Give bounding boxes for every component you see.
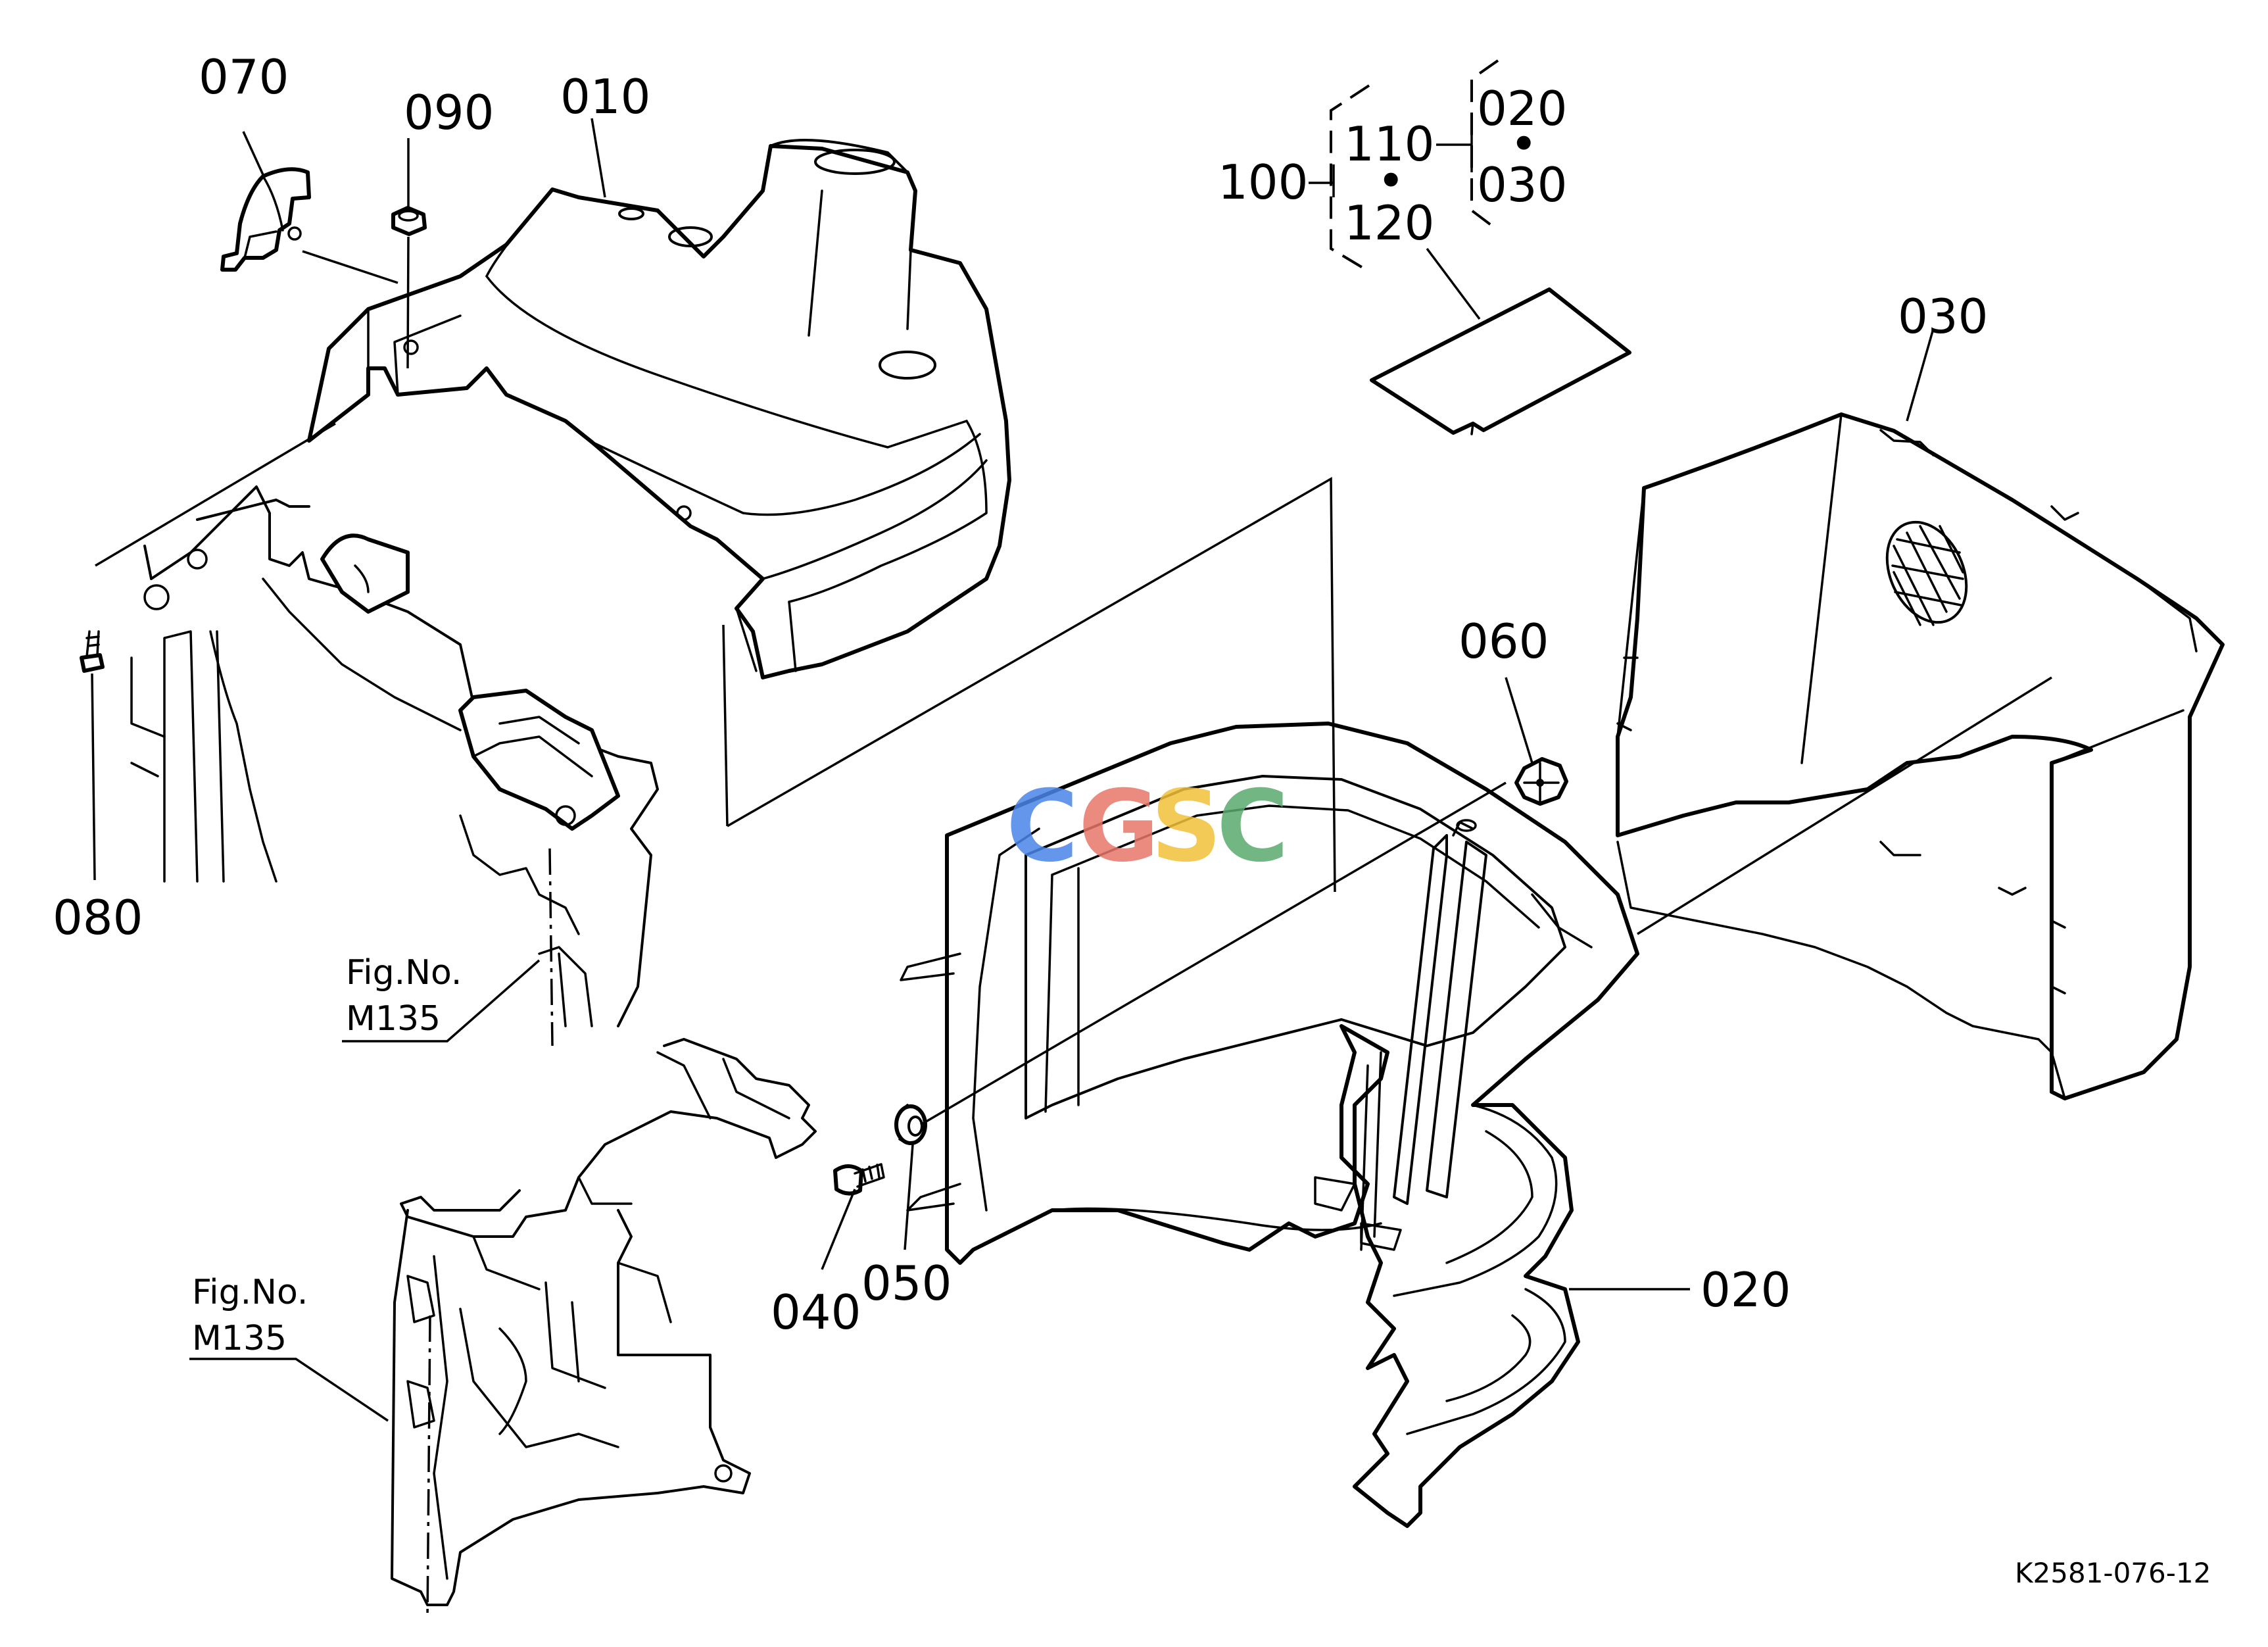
part-010-upper-cover bbox=[307, 139, 1011, 679]
label-030-tree: 030 bbox=[1477, 157, 1567, 212]
label-020-tree: 020 bbox=[1477, 81, 1567, 136]
label-group-brackets bbox=[1330, 59, 1499, 274]
part-050-grommet bbox=[894, 1104, 927, 1145]
part-070-bracket bbox=[220, 167, 311, 272]
watermark-letter-c1: C bbox=[1006, 770, 1078, 884]
bullet-020-030: • bbox=[1510, 116, 1537, 172]
label-070: 070 bbox=[199, 49, 289, 105]
drawing-code: K2581-076-12 bbox=[2015, 1557, 2211, 1589]
label-010: 010 bbox=[560, 69, 650, 124]
fig-ref-upper-line2: M135 bbox=[346, 999, 441, 1039]
fig-ref-lower-line2: M135 bbox=[192, 1319, 287, 1358]
label-060: 060 bbox=[1459, 614, 1549, 669]
frame-upper-reference bbox=[130, 485, 659, 1046]
bullet-110-120: • bbox=[1377, 153, 1405, 209]
label-110: 110 bbox=[1344, 116, 1434, 172]
part-020-main-frame bbox=[900, 722, 1639, 1528]
watermark-letter-g: G bbox=[1078, 770, 1159, 884]
watermark-cgsc: C G S C bbox=[1006, 770, 1289, 884]
part-080-screw bbox=[80, 630, 105, 673]
fig-ref-lower-line1: Fig.No. bbox=[192, 1273, 308, 1312]
part-040-screw bbox=[833, 1163, 885, 1196]
part-labels: 070 090 010 080 060 030 020 040 050 100 … bbox=[53, 49, 1988, 1340]
frame-lower-reference bbox=[391, 1038, 817, 1619]
grille-pattern bbox=[1885, 520, 1968, 626]
figure-references: Fig.No. M135 Fig.No. M135 bbox=[192, 953, 462, 1358]
label-120: 120 bbox=[1344, 195, 1434, 251]
watermark-letter-c2: C bbox=[1217, 770, 1289, 884]
part-110-120-label-sheet bbox=[1370, 287, 1631, 435]
leader-lines bbox=[91, 118, 2052, 1422]
label-040: 040 bbox=[771, 1285, 861, 1340]
label-100: 100 bbox=[1218, 155, 1308, 210]
label-020-frame: 020 bbox=[1701, 1262, 1791, 1317]
fig-ref-upper-line1: Fig.No. bbox=[346, 953, 462, 993]
label-050: 050 bbox=[861, 1256, 952, 1311]
label-080: 080 bbox=[53, 890, 143, 945]
label-090: 090 bbox=[404, 85, 494, 140]
part-030-rear-panel bbox=[1616, 412, 2225, 1100]
part-060-knob bbox=[1514, 757, 1568, 806]
watermark-letter-s: S bbox=[1151, 770, 1222, 884]
label-030-panel: 030 bbox=[1898, 289, 1988, 344]
